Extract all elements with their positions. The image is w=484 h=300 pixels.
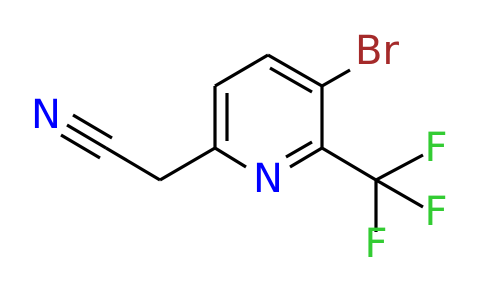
ring-bond-c2-n-inner [285,140,313,159]
bond-cf3-f2 [375,178,424,209]
ring-bond-c2-n [289,146,323,169]
atom-label-f3: F [364,221,387,267]
ring-bond-c4-c5 [214,53,269,88]
bond-c3-br [321,68,351,88]
atom-label-n-ring: N [253,156,283,202]
ring-bond-n-c6 [214,146,247,169]
bond-ch2-cn [105,146,161,182]
atom-label-n-nitrile: N [31,92,61,138]
atom-label-br: Br [355,28,399,74]
nitrile-bond-1 [66,123,107,150]
ring-bond-c5-c3 [267,53,323,88]
nitrile-bond-2 [72,113,113,140]
bond-cf3-f1 [375,153,424,182]
atom-label-f2: F [424,189,447,235]
bond-c2-cf3 [321,146,377,182]
ring-bond-c5-c3-inner [269,66,313,94]
bond-c6-ch2 [159,146,216,182]
atom-label-f1: F [424,125,447,171]
nitrile-bond-3 [60,133,101,160]
